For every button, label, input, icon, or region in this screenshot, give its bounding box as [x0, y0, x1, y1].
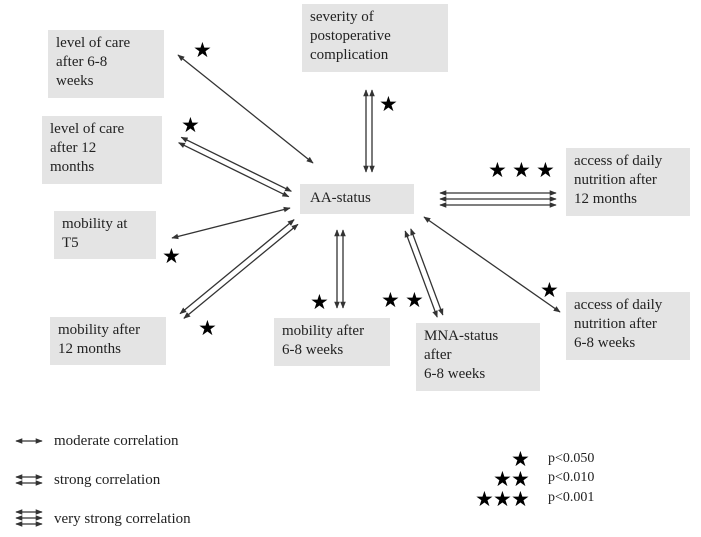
node-line: T5 [62, 235, 79, 251]
node-line: weeks [56, 73, 94, 89]
star-icon: ★ [475, 487, 494, 511]
node-line: level of care [56, 35, 131, 51]
legend-moderate-label: moderate correlation [54, 433, 179, 449]
arrow-mobility-12m [183, 223, 299, 319]
node-care-12m: level of care after 12 months [42, 116, 162, 184]
node-line: access of daily [574, 153, 663, 169]
star-icon: ★ [493, 467, 512, 491]
node-line: mobility after [58, 322, 141, 338]
legend-very-strong-label: very strong correlation [54, 511, 191, 527]
node-line: access of daily [574, 297, 663, 313]
node-mobility-6-8w: mobility after 6-8 weeks [274, 318, 390, 366]
node-line: 12 months [58, 341, 121, 357]
node-line: MNA-status [424, 328, 499, 344]
node-center-aa-status: AA-status [300, 184, 414, 214]
node-line: severity of [310, 9, 374, 25]
legend-strong-label: strong correlation [54, 472, 161, 488]
node-line: 12 months [574, 191, 637, 207]
node-line: 6-8 weeks [574, 335, 636, 351]
star-icon: ★ [511, 487, 530, 511]
node-line: nutrition after [574, 316, 657, 332]
star-icon: ★ [381, 288, 400, 312]
star-icon: ★ [181, 113, 200, 137]
star-icon: ★ [493, 487, 512, 511]
star-icon: ★ [512, 158, 531, 182]
star-icon: ★ [379, 92, 398, 116]
significance-label-3: p<0.001 [548, 490, 595, 505]
star-icon: ★ [488, 158, 507, 182]
node-line: after 12 [50, 140, 97, 156]
node-line: nutrition after [574, 172, 657, 188]
arrow-mobility-t5 [171, 206, 291, 240]
node-nutrition-12m: access of daily nutrition after 12 month… [566, 148, 690, 216]
significance-label-2: p<0.010 [548, 470, 595, 485]
node-line: postoperative [310, 28, 391, 44]
node-mobility-12m: mobility after 12 months [50, 317, 166, 365]
node-line: months [50, 159, 95, 175]
star-icon: ★ [405, 288, 424, 312]
arrow-mobility-12m [179, 219, 295, 315]
node-care-6-8w: level of care after 6-8 weeks [48, 30, 164, 98]
node-line: 6-8 weeks [282, 342, 344, 358]
star-icon: ★ [536, 158, 555, 182]
node-line: level of care [50, 121, 125, 137]
node-mna-6-8w: MNA-status after 6-8 weeks [416, 323, 540, 391]
center-label: AA-status [310, 190, 371, 206]
node-line: mobility at [62, 216, 128, 232]
star-icon: ★ [193, 38, 212, 62]
significance-label-1: p<0.050 [548, 451, 595, 466]
node-nutrition-6-8w: access of daily nutrition after 6-8 week… [566, 292, 690, 360]
node-line: mobility after [282, 323, 365, 339]
arrow-care-6-8w [177, 54, 314, 164]
arrow-nutrition-6-8w [423, 216, 561, 313]
node-line: after [424, 347, 452, 363]
star-icon: ★ [198, 316, 217, 340]
star-icon: ★ [540, 278, 559, 302]
arrow-care-12m [180, 136, 292, 192]
node-mobility-t5: mobility at T5 [54, 211, 156, 259]
arrow-care-12m [178, 142, 290, 198]
node-line: 6-8 weeks [424, 366, 486, 382]
node-complication: severity of postoperative complication [302, 4, 448, 72]
star-icon: ★ [511, 467, 530, 491]
star-icon: ★ [162, 244, 181, 268]
star-icon: ★ [310, 290, 329, 314]
node-line: after 6-8 [56, 54, 108, 70]
star-icon: ★ [511, 447, 530, 471]
node-line: complication [310, 47, 389, 63]
